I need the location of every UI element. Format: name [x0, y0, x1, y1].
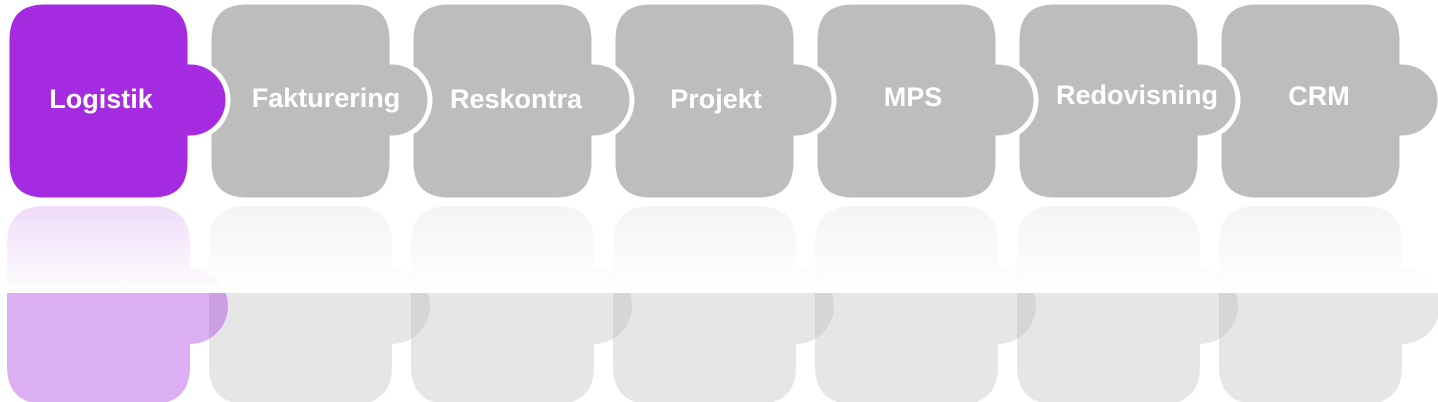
reflection-fade	[0, 203, 1438, 293]
piece-shape	[1216, 0, 1438, 203]
piece-fakturering[interactable]: Fakturering	[206, 0, 433, 203]
piece-label: Logistik	[49, 84, 153, 114]
piece-shape	[4, 0, 231, 203]
piece-shape	[1014, 0, 1241, 203]
piece-logistik[interactable]: Logistik	[4, 0, 231, 203]
piece-shape	[610, 0, 837, 203]
piece-shape	[812, 0, 1039, 203]
piece-crm[interactable]: CRM	[1216, 0, 1438, 203]
piece-label: Fakturering	[252, 83, 401, 113]
piece-mps[interactable]: MPS	[812, 0, 1039, 203]
piece-shape	[206, 0, 433, 203]
piece-redovisning[interactable]: Redovisning	[1014, 0, 1241, 203]
piece-label: MPS	[884, 82, 943, 112]
piece-projekt[interactable]: Projekt	[610, 0, 837, 203]
piece-label: Redovisning	[1056, 80, 1218, 110]
piece-label: Projekt	[670, 84, 762, 114]
piece-reskontra[interactable]: Reskontra	[408, 0, 635, 203]
piece-label: CRM	[1288, 81, 1350, 111]
piece-label: Reskontra	[450, 84, 583, 114]
piece-shape	[408, 0, 635, 203]
pieces-layer: CRM Redovisning MPS Projekt Reskontra Fakture…	[4, 0, 1438, 203]
